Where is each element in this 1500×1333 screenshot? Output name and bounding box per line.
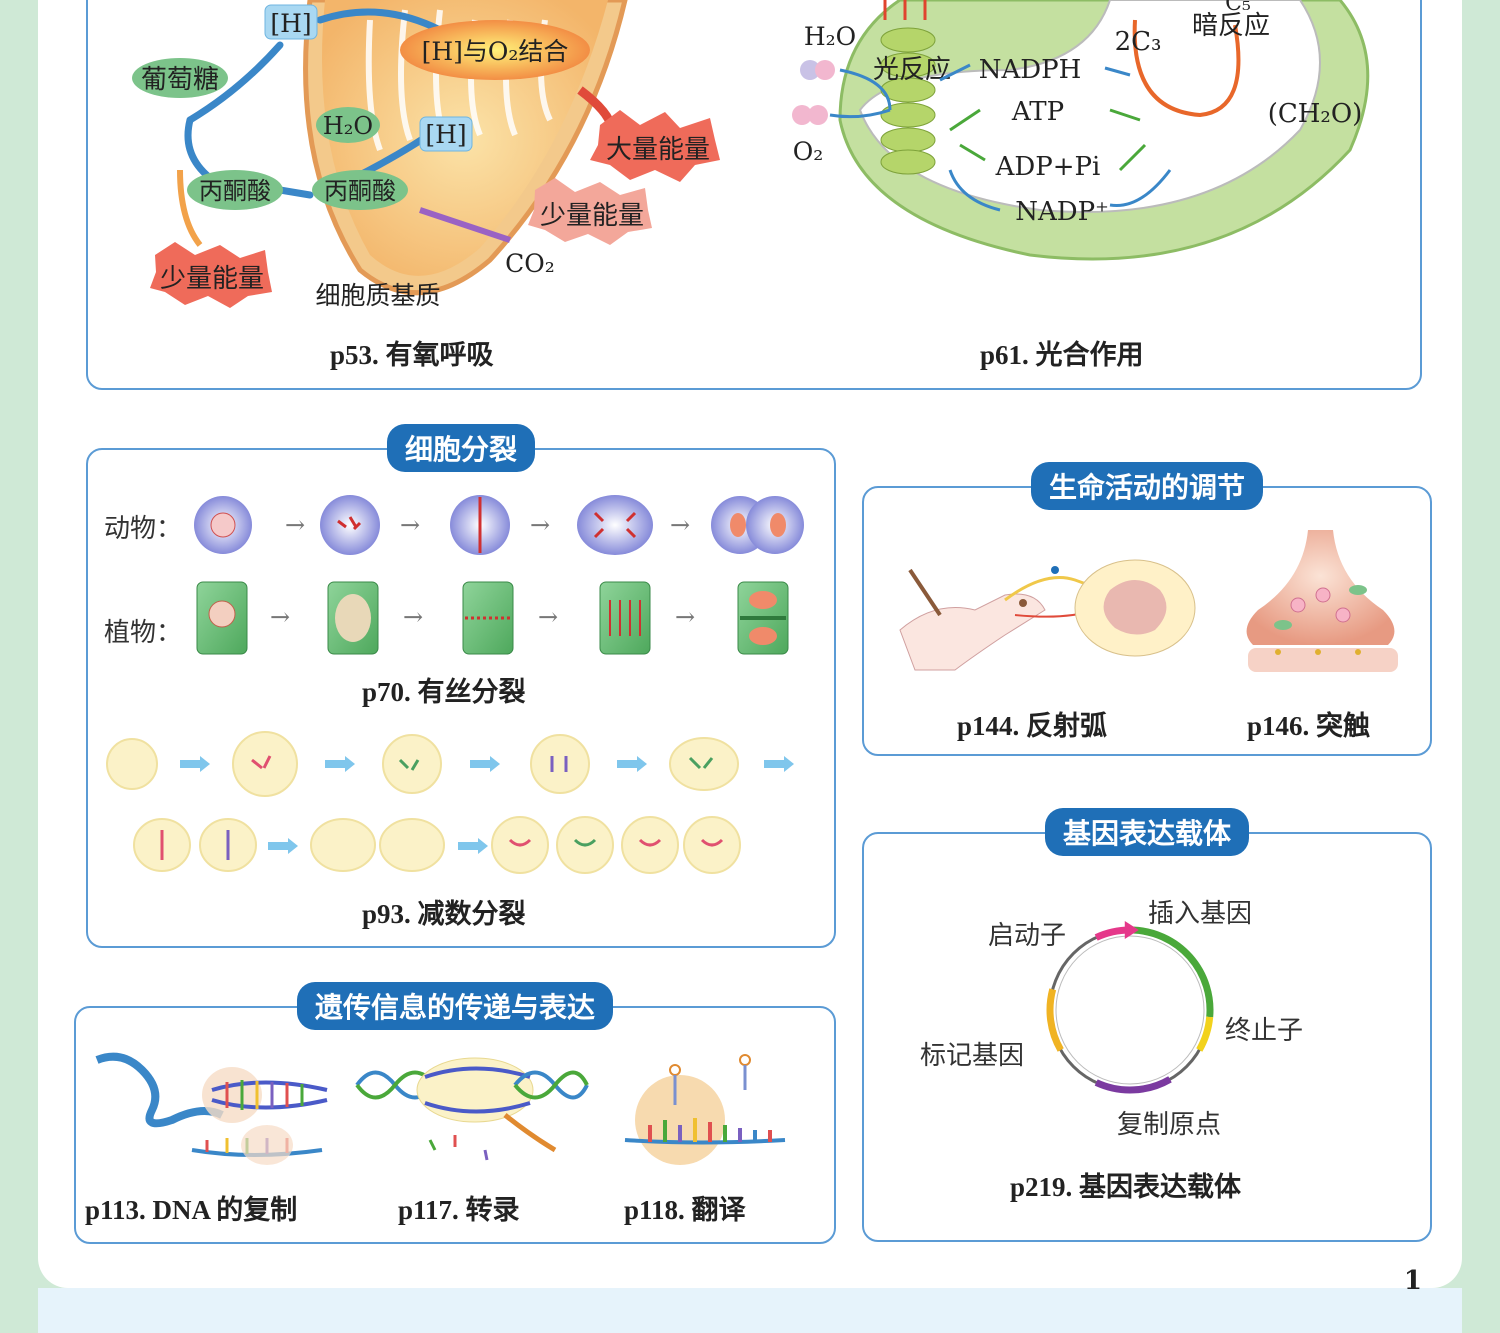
animal-cell-4	[577, 495, 653, 555]
ch2o-label: (CH₂O)	[1268, 99, 1363, 129]
vector-panel: 基因表达载体	[862, 808, 1432, 1242]
footer-band	[38, 1288, 1462, 1333]
much-energy-label: 大量能量	[606, 135, 710, 165]
ps-h2o-label: H₂O	[804, 22, 856, 51]
mitosis-caption: p70. 有丝分裂	[362, 677, 526, 707]
glucose-node	[132, 58, 228, 98]
cytoplasm-label: 细胞质基质	[315, 281, 440, 310]
svg-text:→: →	[675, 603, 695, 631]
ps-arrows	[829, 63, 1172, 212]
little-energy-mid-burst	[528, 178, 652, 245]
meiosis-row-1-arrows	[180, 756, 794, 772]
insert-gene-label: 插入基因	[1148, 899, 1253, 929]
origin-label: 复制原点	[1117, 1110, 1222, 1140]
meiosis-row-1-chromosomes	[251, 755, 714, 772]
much-energy-burst	[590, 110, 720, 182]
svg-text:→: →	[270, 603, 290, 631]
vector-caption: p219. 基因表达载体	[1010, 1172, 1242, 1202]
translation-diagram	[624, 1054, 786, 1165]
ps-o2-label: O₂	[793, 137, 824, 166]
pyruvate-right-label: 丙酮酸	[324, 177, 396, 205]
insert-gene-segment	[1132, 926, 1214, 1018]
plasmid-ring-inner	[1055, 935, 1205, 1085]
svg-text:→: →	[530, 511, 550, 539]
c5-label: C₅	[1225, 0, 1251, 16]
genetics-title: 遗传信息的传递与表达	[296, 982, 614, 1030]
pyruvate-left-label: 丙酮酸	[199, 177, 271, 205]
adp-pi-label: ADP+Pi	[995, 152, 1101, 182]
respiration-diagram: 葡萄糖 [H] [H]与O₂结合 H₂O [H] 丙酮酸 丙酮酸 大量能量 少量…	[132, 0, 720, 310]
plasmid-segments	[1046, 921, 1214, 1094]
co2-label: CO₂	[505, 249, 555, 278]
nadp-label: NADP⁺	[1015, 197, 1109, 227]
little-energy-mid-label: 少量能量	[540, 201, 644, 231]
meiosis-row-1	[106, 731, 739, 797]
pyruvate-right-node	[312, 170, 408, 210]
meiosis-caption: p93. 减数分裂	[362, 899, 526, 929]
little-energy-left-burst	[150, 242, 272, 308]
regulation-title: 生命活动的调节	[1030, 462, 1264, 510]
promoter-label: 启动子	[988, 921, 1067, 951]
light-reaction-text: 光反应	[873, 55, 951, 85]
reflex-caption: p144. 反射弧	[957, 711, 1108, 741]
origin-segment	[1094, 1076, 1172, 1094]
plant-label: 植物：	[104, 618, 183, 648]
svg-text:→: →	[400, 511, 420, 539]
glucose-label: 葡萄糖	[141, 65, 219, 95]
little-energy-left-label: 少量能量	[160, 264, 264, 294]
meiosis-row-2-arrows	[268, 838, 488, 854]
h2o-node	[316, 107, 380, 143]
svg-text:→: →	[538, 603, 558, 631]
atp-label: ATP	[1011, 97, 1064, 127]
h-mid-node	[419, 116, 473, 152]
svg-text:→: →	[670, 511, 690, 539]
marker-gene-label: 标记基因	[920, 1041, 1025, 1071]
h-mid-label: [H]	[425, 120, 466, 149]
reflex-arc-diagram	[899, 559, 1196, 671]
svg-text:→: →	[285, 511, 305, 539]
meiosis-row-2-chromosomes	[160, 830, 724, 860]
mitosis-animal-row: → → → →	[194, 495, 804, 555]
terminator-label: 终止子	[1225, 1016, 1304, 1046]
dna-replication-caption: p113. DNA 的复制	[85, 1195, 298, 1225]
c3-label: 2C₃	[1115, 27, 1162, 57]
h2o-label: H₂O	[323, 112, 373, 140]
plant-cell-4	[599, 581, 651, 655]
page-number: 1	[1403, 1266, 1422, 1296]
animal-cell-2	[320, 495, 380, 555]
meiosis-diagram	[106, 731, 794, 874]
vector-title: 基因表达载体	[1044, 808, 1250, 856]
synapse-diagram	[1246, 530, 1398, 672]
photosynthesis-diagram: 光反应 H₂O O₂ NADPH ATP ADP+Pi NADP⁺ 2C₃ C₅…	[792, 0, 1370, 261]
dna-replication-diagram	[95, 1052, 328, 1165]
h-o2-label: [H]与O₂结合	[422, 37, 569, 66]
translation-caption: p118. 翻译	[624, 1195, 746, 1225]
photosynthesis-caption: p61. 光合作用	[980, 340, 1144, 370]
h-top-node	[264, 4, 318, 40]
nadph-label: NADPH	[979, 55, 1082, 85]
svg-text:→: →	[403, 603, 423, 631]
plant-cell-3	[462, 581, 514, 655]
marker-gene-segment	[1046, 988, 1064, 1052]
dark-reaction-label: 暗反应	[1192, 11, 1270, 41]
h-o2-node	[400, 20, 590, 80]
cell-division-title: 细胞分裂	[386, 424, 536, 472]
h-top-label: [H]	[270, 9, 311, 38]
mitosis-plant-row: → → → →	[196, 581, 789, 655]
promoter-arrow-icon	[1124, 921, 1139, 940]
light-reaction-label: 光反应	[873, 55, 951, 85]
transcription-caption: p117. 转录	[398, 1195, 520, 1225]
terminator-segment	[1196, 1016, 1214, 1052]
animal-label: 动物：	[104, 514, 183, 544]
transcription-diagram	[355, 1057, 589, 1161]
light-arrows	[883, 0, 927, 20]
chloroplast-inner	[858, 0, 1321, 213]
ps-green-arrows	[949, 108, 1147, 172]
synapse-caption: p146. 突触	[1247, 711, 1371, 741]
thylakoid-stack	[880, 27, 936, 175]
respiration-caption: p53. 有氧呼吸	[330, 340, 494, 370]
pyruvate-left-node	[187, 170, 283, 210]
